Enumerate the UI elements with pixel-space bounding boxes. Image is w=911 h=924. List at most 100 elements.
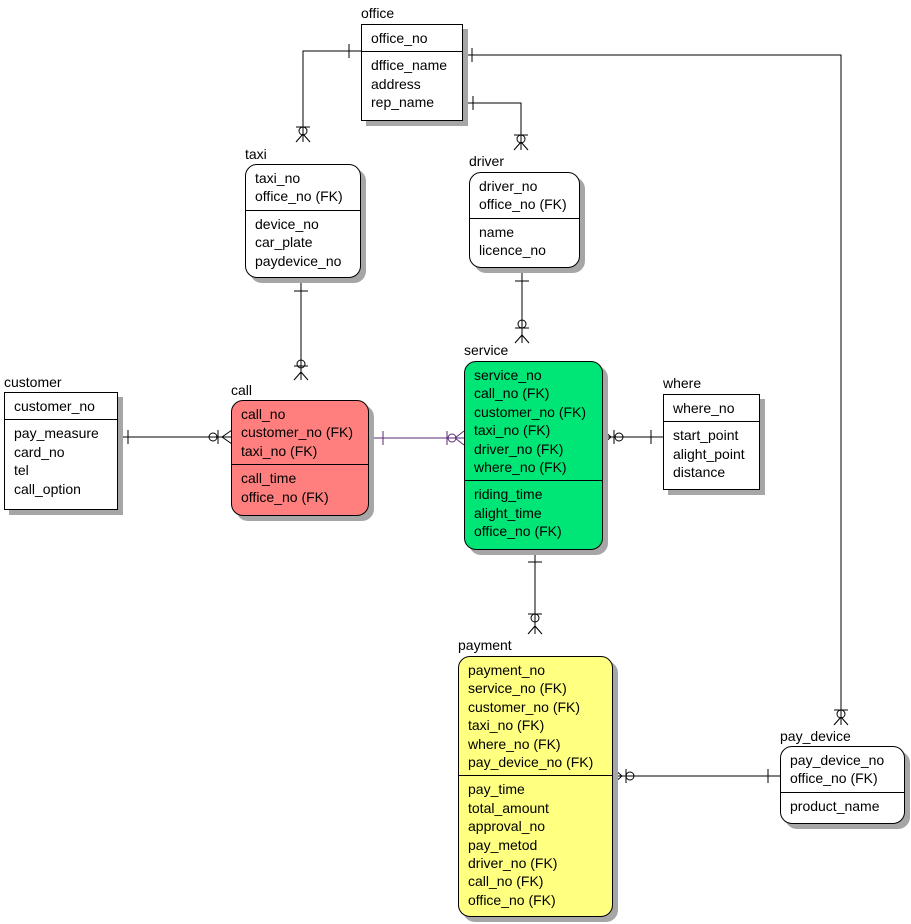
key-attribute: service_no <box>474 367 542 383</box>
attribute: pay_time <box>468 781 525 798</box>
key-attribute: where_no (FK) <box>468 735 561 752</box>
entity-customer[interactable]: customer customer_no pay_measure card_no… <box>4 374 118 510</box>
entity-box: pay_device_no office_no (FK) product_nam… <box>780 746 905 824</box>
entity-pay-device[interactable]: pay_device pay_device_no office_no (FK) … <box>780 728 905 824</box>
attribute: distance <box>673 464 726 481</box>
key-attribute: pay_device_no (FK) <box>468 754 594 771</box>
key-section: pay_device_no office_no (FK) <box>781 747 904 793</box>
entity-title: office <box>361 5 395 21</box>
attribute: dffice_name <box>371 57 448 74</box>
attribute: approval_no <box>468 818 546 835</box>
entity-where[interactable]: where where_no start_point alight_point … <box>663 375 760 490</box>
key-attribute: driver_no (FK) <box>474 440 564 457</box>
key-section: taxi_no office_no (FK) <box>246 165 360 211</box>
key-attribute: office_no <box>371 30 428 46</box>
attribute: office_no (FK) <box>241 488 329 505</box>
key-attribute: customer_no <box>14 398 95 414</box>
attribute: paydevice_no <box>255 252 342 269</box>
rel-driver-service <box>514 268 530 344</box>
rel-office-pay-device <box>463 48 849 726</box>
entity-call[interactable]: call call_no customer_no (FK) taxi_no (F… <box>231 382 369 516</box>
entity-service[interactable]: service service_no call_no (FK) customer… <box>464 342 603 550</box>
rel-where-service <box>602 429 663 445</box>
attribute: product_name <box>790 797 880 814</box>
entity-title: call <box>231 382 253 398</box>
key-attribute: where_no (FK) <box>474 459 567 476</box>
entity-title: pay_device <box>780 728 851 744</box>
key-attribute: office_no (FK) <box>479 196 567 213</box>
attribute: call_time <box>241 470 297 487</box>
rel-call-service <box>369 430 465 446</box>
attribute-section: pay_time total_amount approval_no pay_me… <box>459 776 612 913</box>
attribute: alight_time <box>474 504 542 521</box>
attribute: office_no (FK) <box>468 891 556 908</box>
attribute-section: device_no car_plate paydevice_no <box>246 211 360 274</box>
entity-driver[interactable]: driver driver_no office_no (FK) name lic… <box>469 153 580 268</box>
key-attribute: call_no <box>241 406 286 422</box>
entity-box: office_no dffice_name address rep_name <box>361 24 463 121</box>
entity-title: where <box>663 375 702 391</box>
attribute: alight_point <box>673 445 745 462</box>
key-attribute: pay_device_no <box>790 752 885 768</box>
key-attribute: customer_no (FK) <box>468 698 581 715</box>
entity-payment[interactable]: payment payment_no service_no (FK) custo… <box>458 637 613 917</box>
entity-taxi[interactable]: taxi taxi_no office_no (FK) device_no ca… <box>245 146 361 278</box>
attribute: tel <box>14 462 29 479</box>
attribute: name <box>479 223 515 240</box>
rel-service-payment <box>527 550 543 635</box>
rel-pay-device-payment <box>613 768 780 784</box>
key-section: payment_no service_no (FK) customer_no (… <box>459 657 612 777</box>
key-section: service_no call_no (FK) customer_no (FK)… <box>465 362 602 482</box>
attribute: address <box>371 75 421 92</box>
attribute-section: name licence_no <box>470 219 579 264</box>
entity-title: driver <box>469 153 505 169</box>
attribute-section: dffice_name address rep_name <box>362 52 462 115</box>
key-section: office_no <box>362 25 462 53</box>
attribute: call_no (FK) <box>468 873 544 890</box>
rel-office-taxi <box>295 44 361 143</box>
key-attribute: office_no (FK) <box>790 770 878 787</box>
attribute: licence_no <box>479 242 546 259</box>
entity-box: taxi_no office_no (FK) device_no car_pla… <box>245 164 361 278</box>
key-attribute: office_no (FK) <box>255 188 343 205</box>
attribute: pay_metod <box>468 836 538 853</box>
attribute: driver_no (FK) <box>468 855 558 872</box>
entity-box: payment_no service_no (FK) customer_no (… <box>458 656 613 917</box>
key-attribute: service_no (FK) <box>468 680 567 697</box>
attribute: car_plate <box>255 234 313 251</box>
key-attribute: call_no (FK) <box>474 385 550 402</box>
attribute: start_point <box>673 427 739 444</box>
key-section: driver_no office_no (FK) <box>470 173 579 219</box>
key-attribute: customer_no (FK) <box>474 403 587 420</box>
rel-customer-call <box>118 429 233 445</box>
entity-office[interactable]: office office_no dffice_name address rep… <box>361 5 463 121</box>
attribute: rep_name <box>371 94 435 111</box>
attribute-section: riding_time alight_time office_no (FK) <box>465 481 602 544</box>
key-section: call_no customer_no (FK) taxi_no (FK) <box>232 401 368 466</box>
entity-box: where_no start_point alight_point distan… <box>663 394 760 490</box>
attribute: riding_time <box>474 486 543 503</box>
key-attribute: taxi_no <box>255 170 301 186</box>
attribute: card_no <box>14 443 65 460</box>
entity-title: service <box>464 342 509 358</box>
attribute: office_no (FK) <box>474 523 562 540</box>
rel-taxi-call <box>293 278 309 381</box>
entity-box: call_no customer_no (FK) taxi_no (FK) ca… <box>231 400 369 516</box>
key-attribute: customer_no (FK) <box>241 424 354 441</box>
attribute: total_amount <box>468 799 549 816</box>
entity-title: customer <box>4 374 62 390</box>
rel-office-driver <box>463 96 529 151</box>
attribute: call_option <box>14 480 81 497</box>
key-attribute: taxi_no (FK) <box>474 422 551 439</box>
attribute-section: start_point alight_point distance <box>664 422 759 485</box>
attribute: pay_measure <box>14 425 99 442</box>
key-section: where_no <box>664 395 759 423</box>
key-attribute: where_no <box>673 400 735 416</box>
entity-box: customer_no pay_measure card_no tel call… <box>4 392 118 510</box>
key-attribute: payment_no <box>468 662 546 678</box>
entity-box: driver_no office_no (FK) name licence_no <box>469 172 580 268</box>
attribute-section: call_time office_no (FK) <box>232 465 368 510</box>
attribute-section: product_name <box>781 793 904 819</box>
entity-title: payment <box>458 637 512 653</box>
